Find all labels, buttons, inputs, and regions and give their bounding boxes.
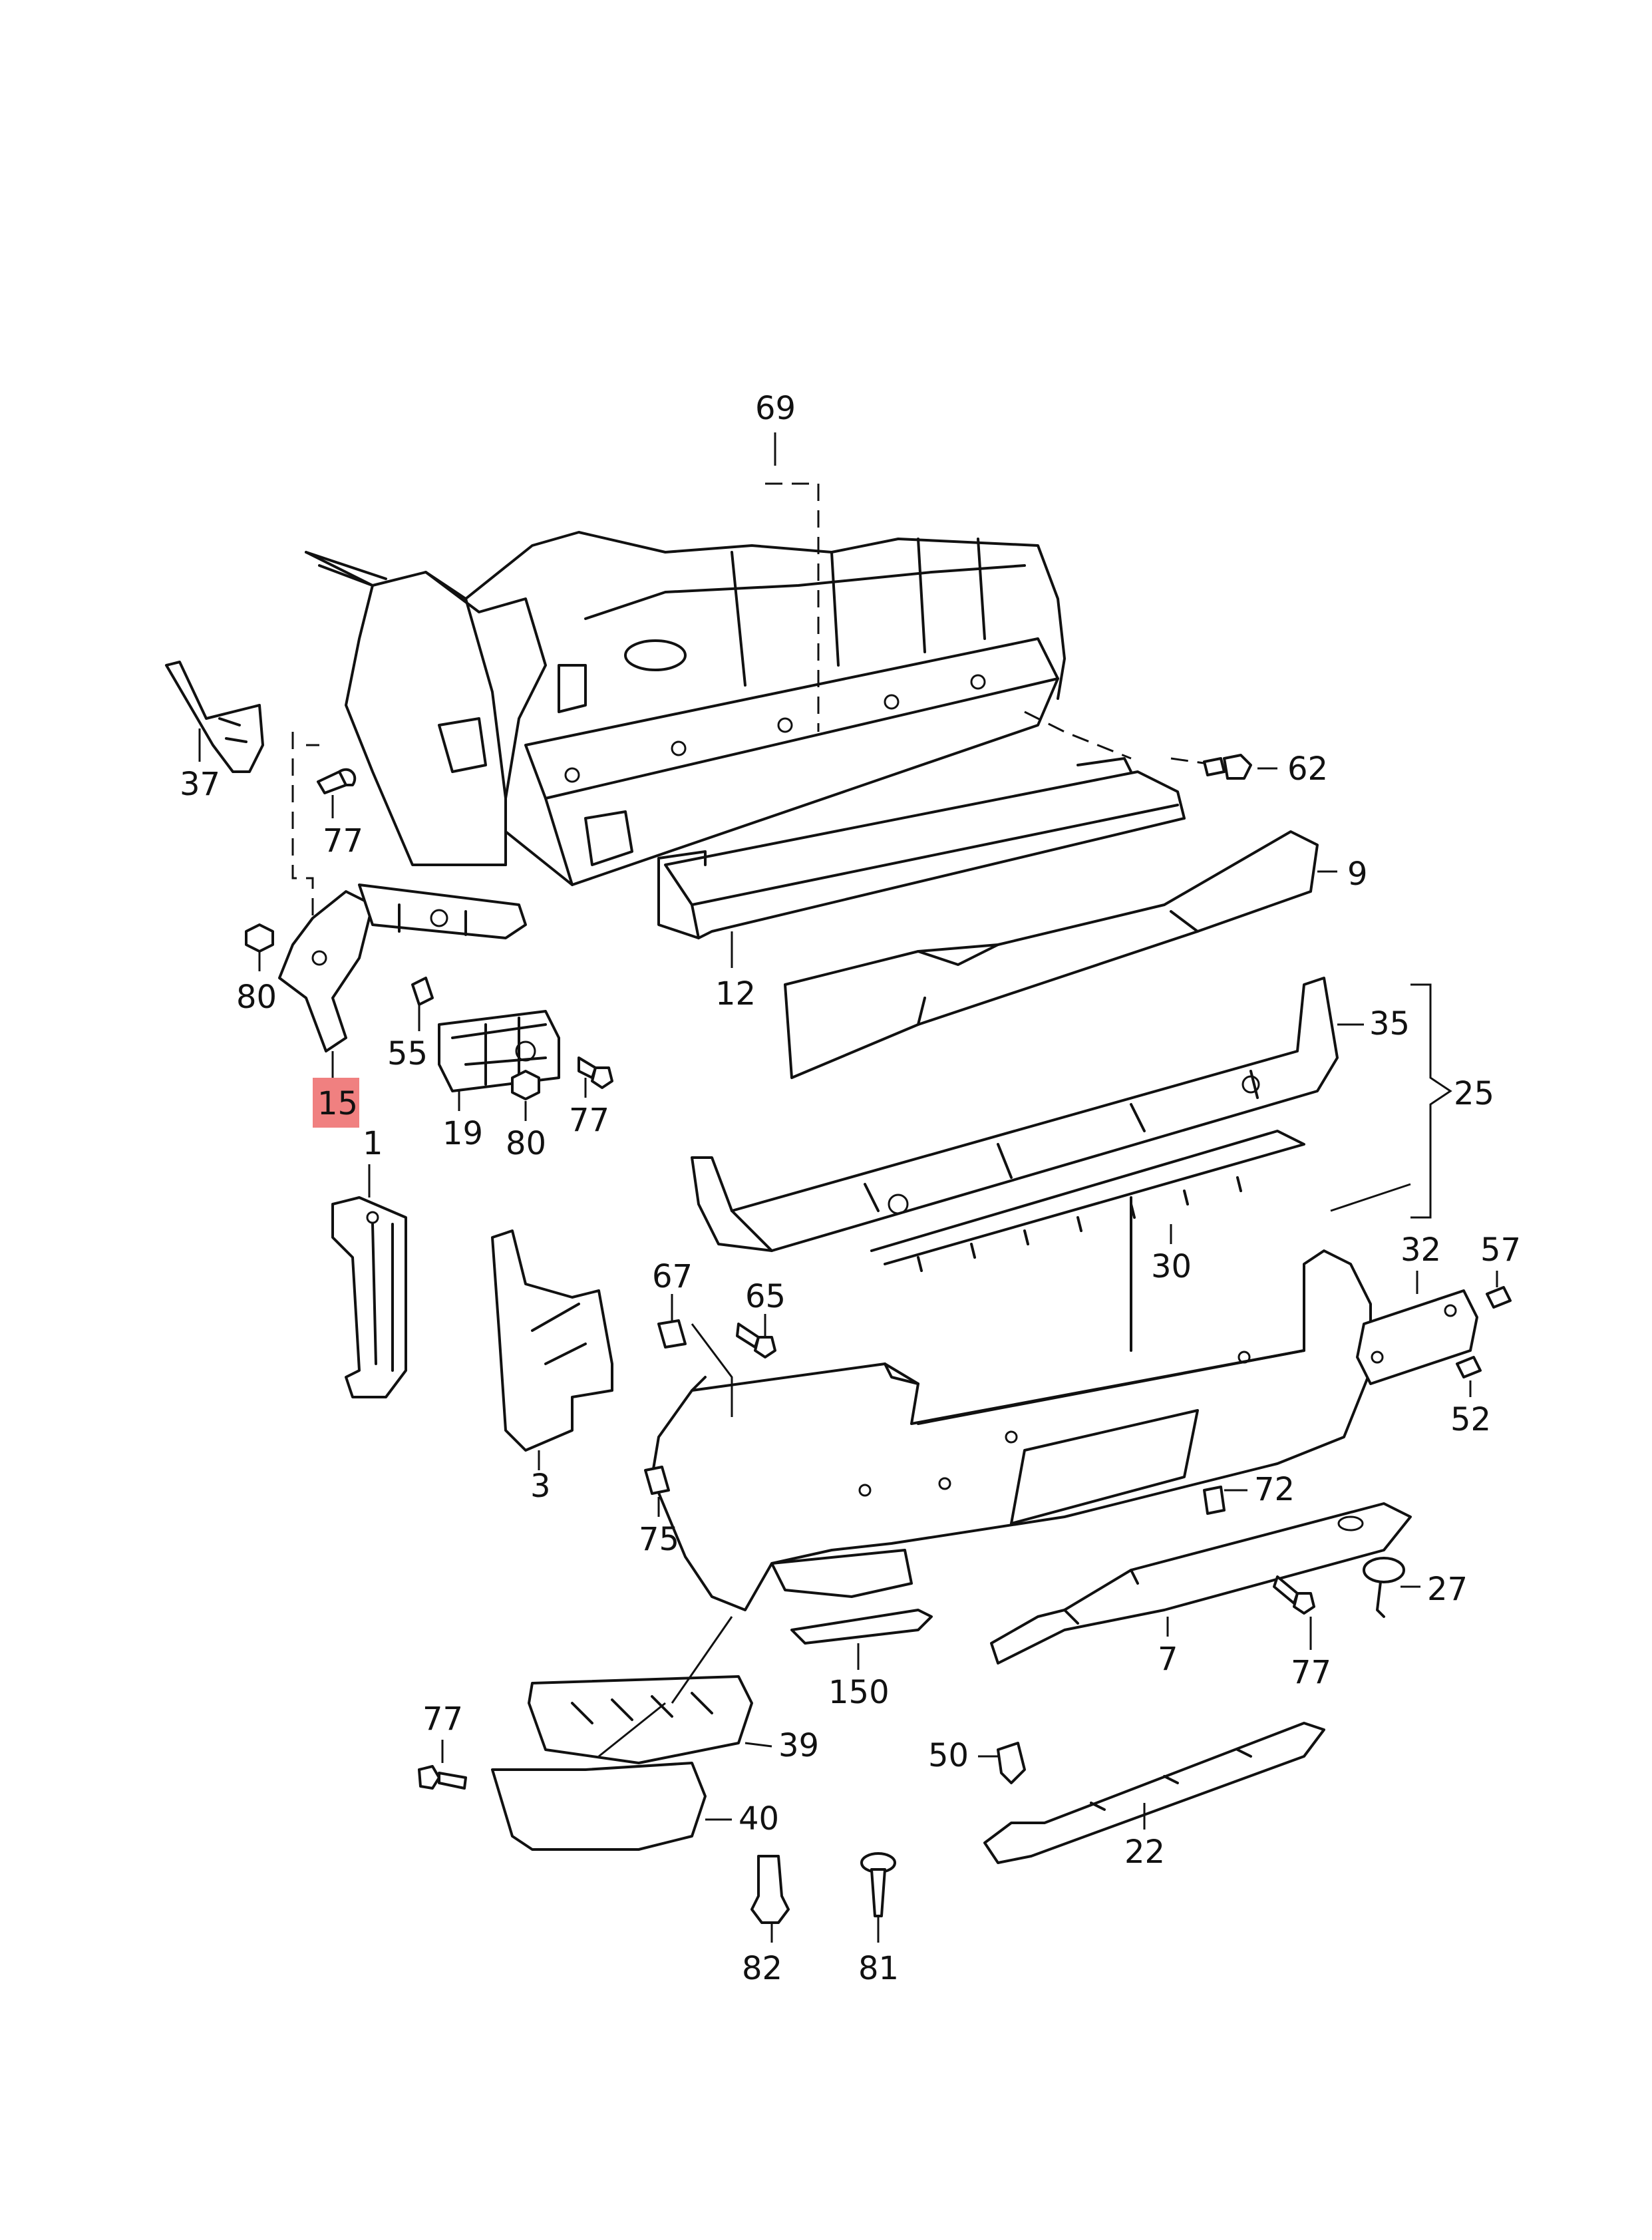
part-40-cover (491, 1762, 707, 1851)
screw-77-lower (418, 1765, 467, 1790)
callout-150: 150 (828, 1674, 890, 1711)
callout-72: 72 (1254, 1471, 1295, 1508)
part-37-bracket (165, 661, 264, 773)
callout-labels: 69 37 77 62 9 80 12 55 15 19 80 77 35 25… (180, 390, 1521, 1987)
callout-77: 77 (323, 822, 363, 860)
screw-55 (411, 977, 434, 1006)
clip-67 (657, 1319, 687, 1349)
screw-77-upper (317, 768, 357, 794)
callout-69: 69 (755, 390, 796, 427)
callout-55: 55 (387, 1035, 428, 1072)
callout-9: 9 (1347, 856, 1368, 893)
callout-52: 52 (1450, 1401, 1491, 1438)
callout-82: 82 (742, 1950, 782, 1987)
part-39-grille (528, 1675, 753, 1764)
leader-lines (198, 432, 1498, 1943)
callout-40: 40 (739, 1800, 779, 1838)
callout-62: 62 (1287, 750, 1328, 788)
part-12-beam (657, 757, 1186, 939)
part-15-bracket (278, 883, 527, 1052)
callout-77: 77 (422, 1700, 463, 1738)
clip-50 (997, 1742, 1026, 1784)
callout-75: 75 (639, 1521, 679, 1558)
clip-72 (1203, 1486, 1226, 1515)
callout-22: 22 (1124, 1834, 1165, 1871)
part-9-absorber (784, 830, 1319, 1079)
part-19-bracket (438, 1010, 560, 1092)
callout-19: 19 (442, 1115, 483, 1152)
callout-80: 80 (236, 979, 277, 1016)
callout-27: 27 (1427, 1571, 1468, 1608)
callout-3: 3 (530, 1468, 551, 1505)
part-30-seal (870, 1130, 1305, 1272)
clip-57 (1486, 1286, 1512, 1309)
screw-81 (860, 1852, 896, 1917)
highlight-box-15 (313, 1078, 359, 1128)
part-1-bracket (331, 1196, 407, 1398)
callout-30: 30 (1151, 1248, 1192, 1285)
part-3-liner (491, 1229, 613, 1452)
callout-50: 50 (928, 1737, 969, 1774)
screw-65 (736, 1323, 776, 1359)
callout-37: 37 (180, 766, 220, 803)
part-32-bracket (1356, 1289, 1478, 1385)
clip-75 (644, 1466, 670, 1495)
part-7-diffuser (990, 1502, 1412, 1665)
part-35-guide (691, 977, 1339, 1252)
screw-77-middle (578, 1056, 613, 1089)
callout-15: 15 (317, 1085, 358, 1122)
callout-25: 25 (1454, 1075, 1494, 1112)
callout-57: 57 (1480, 1231, 1521, 1269)
bolt-62 (1203, 754, 1252, 780)
part-150-reflector (790, 1609, 933, 1645)
callout-39: 39 (778, 1727, 819, 1764)
nut-80-upper (245, 923, 274, 953)
callout-35: 35 (1369, 1005, 1410, 1042)
part-22-seal (983, 1722, 1325, 1864)
callout-1: 1 (363, 1125, 383, 1162)
clip-52 (1456, 1356, 1482, 1378)
callout-65: 65 (745, 1278, 786, 1315)
nut-80-middle (511, 1070, 540, 1100)
callout-32: 32 (1401, 1231, 1441, 1269)
callout-12: 12 (715, 975, 756, 1013)
callout-81: 81 (858, 1950, 899, 1987)
bumper-cover (651, 1196, 1372, 1611)
rivet-82 (750, 1855, 790, 1924)
cap-27 (1363, 1557, 1405, 1618)
screw-77-right (1273, 1575, 1315, 1615)
callout-77: 77 (569, 1102, 609, 1139)
callout-67: 67 (652, 1258, 693, 1295)
callout-7: 7 (1158, 1641, 1178, 1678)
callout-80: 80 (506, 1125, 546, 1162)
rear-body-structure (305, 531, 1066, 886)
callout-77: 77 (1291, 1654, 1331, 1691)
